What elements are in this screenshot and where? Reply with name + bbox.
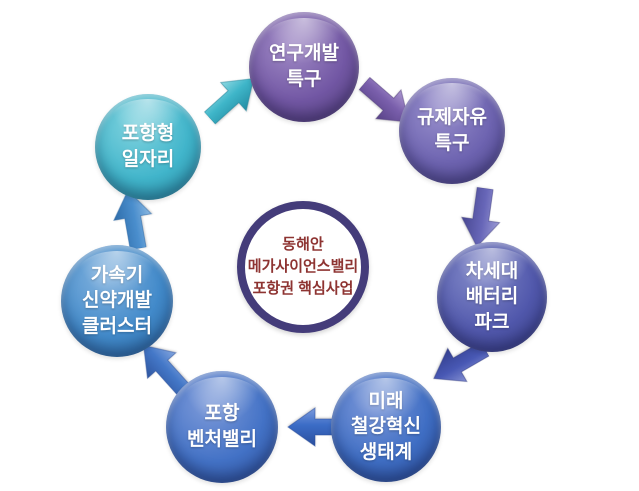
node-label: 포항 벤처밸리 [187, 403, 257, 450]
center-label: 동해안 메가사이언스밸리 포항권 핵심사업 [247, 236, 359, 297]
node-label: 미래 철강혁신 생태계 [351, 390, 421, 463]
node-pohang-venture-valley: 포항 벤처밸리 [166, 371, 278, 483]
arrow-venture-to-accelerator-icon [127, 330, 200, 404]
node-label: 차세대 배터리 파크 [465, 260, 519, 333]
node-future-steel-innovation: 미래 철강혁신 생태계 [331, 372, 441, 482]
node-label: 포항형 일자리 [121, 123, 175, 170]
node-label: 가속기 신약개발 클러스터 [82, 264, 152, 337]
node-research-dev-zone: 연구개발 특구 [249, 12, 359, 122]
node-regulation-free-zone: 규제자유 특구 [399, 78, 505, 184]
arrow-research-to-regulation-icon [350, 67, 424, 140]
node-label: 규제자유 특구 [417, 107, 487, 154]
node-accelerator-drug-cluster: 가속기 신약개발 클러스터 [61, 245, 173, 357]
node-label: 연구개발 특구 [269, 43, 339, 90]
arrow-accelerator-to-jobs-icon [106, 186, 160, 253]
arrow-jobs-to-research-icon [195, 62, 269, 135]
center-circle: 동해안 메가사이언스밸리 포항권 핵심사업 [237, 201, 369, 333]
node-next-gen-battery-park: 차세대 배터리 파크 [437, 242, 547, 352]
arrow-regulation-to-battery-icon [455, 185, 507, 251]
node-pohang-jobs: 포항형 일자리 [95, 94, 201, 200]
